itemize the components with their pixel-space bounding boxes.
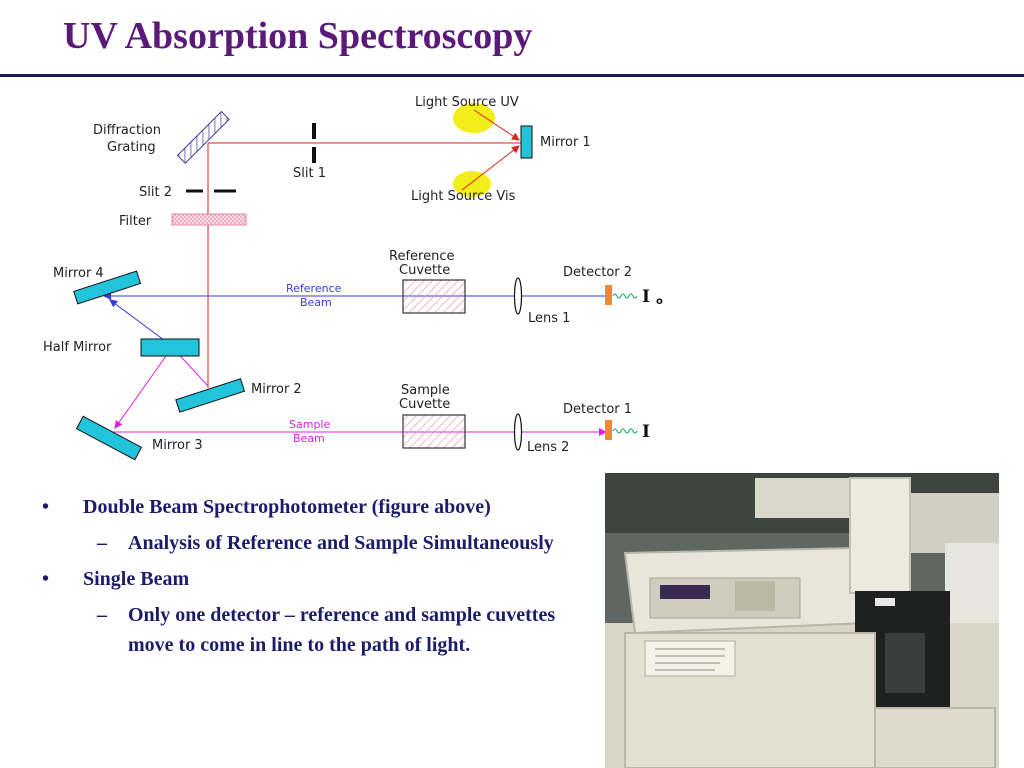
label-slit-1: Slit 1 [293, 166, 326, 181]
sub-bullet-text: Only one detector – reference and sample… [128, 604, 556, 656]
label-diffraction: Diffraction [93, 123, 161, 138]
label-mirror-1: Mirror 1 [540, 135, 591, 150]
label-detector-2: Detector 2 [563, 265, 632, 280]
label-reference-cuvette-2: Cuvette [399, 263, 450, 278]
sub-bullet-marker: – [97, 604, 107, 626]
slide-title: UV Absorption Spectroscopy [63, 15, 533, 57]
bullet-list: • Double Beam Spectrophotometer (figure a… [40, 492, 580, 666]
mirror-3 [75, 415, 143, 461]
title-divider [0, 74, 1024, 77]
mirror-2 [175, 378, 246, 413]
bullet-text: Double Beam Spectrophotometer (figure ab… [83, 496, 491, 518]
detector-1-signal-icon [612, 428, 638, 434]
label-i0-subscript: o [656, 296, 663, 307]
label-slit-2: Slit 2 [139, 185, 172, 200]
detector-2-signal-icon [612, 293, 638, 299]
light-source-vis [453, 171, 491, 197]
label-sample-beam-1: Sample [289, 418, 330, 431]
double-beam-diagram: Diffraction Grating Slit 1 Light Source … [43, 95, 663, 461]
label-mirror-2: Mirror 2 [251, 382, 302, 397]
label-sample-beam-2: Beam [293, 432, 325, 445]
label-mirror-4: Mirror 4 [53, 266, 104, 281]
bullet-text: Single Beam [83, 568, 190, 590]
half-mirror-to-mirror3-beam [114, 355, 167, 429]
label-grating: Grating [107, 140, 156, 155]
detector-2 [605, 285, 612, 305]
label-lens-1: Lens 1 [528, 311, 570, 326]
label-reference-cuvette-1: Reference [389, 249, 454, 264]
label-sample-cuvette-2: Cuvette [399, 397, 450, 412]
mirror-4 [73, 270, 142, 305]
bullet-marker: • [42, 568, 50, 590]
label-reference-beam-1: Reference [286, 282, 342, 295]
half-mirror-to-mirror4-beam [109, 299, 173, 347]
label-sample-cuvette-1: Sample [401, 383, 450, 398]
diffraction-grating [176, 110, 230, 164]
label-detector-1: Detector 1 [563, 402, 632, 417]
lens-2 [513, 413, 523, 451]
bullet-item: • Single Beam [40, 564, 580, 594]
detector-1 [605, 420, 612, 440]
sub-bullet-item: –Analysis of Reference and Sample Simult… [40, 528, 580, 558]
mirror-1 [520, 125, 533, 159]
filter [171, 213, 247, 226]
reference-cuvette [402, 279, 466, 314]
label-half-mirror: Half Mirror [43, 340, 112, 355]
half-mirror [140, 338, 200, 357]
label-i: I [642, 422, 650, 442]
label-filter: Filter [119, 214, 152, 229]
sample-cuvette [402, 414, 466, 449]
label-light-source-vis: Light Source Vis [411, 189, 516, 204]
sub-bullet-item: –Only one detector – reference and sampl… [40, 600, 580, 660]
spectrophotometer-photo [605, 473, 999, 768]
sub-bullet-marker: – [97, 532, 107, 554]
uv-ray [473, 109, 520, 141]
label-lens-2: Lens 2 [527, 440, 569, 455]
lens-1 [513, 277, 523, 315]
sub-bullet-text: Analysis of Reference and Sample Simulta… [128, 532, 554, 554]
label-mirror-3: Mirror 3 [152, 438, 203, 453]
vis-ray [461, 145, 520, 191]
bullet-marker: • [42, 496, 50, 518]
label-reference-beam-2: Beam [300, 296, 332, 309]
label-light-source-uv: Light Source UV [415, 95, 519, 110]
light-source-uv [453, 103, 495, 133]
label-i0: I [642, 287, 650, 307]
bullet-item: • Double Beam Spectrophotometer (figure a… [40, 492, 580, 522]
spectrophotometer-illustration [605, 473, 999, 768]
